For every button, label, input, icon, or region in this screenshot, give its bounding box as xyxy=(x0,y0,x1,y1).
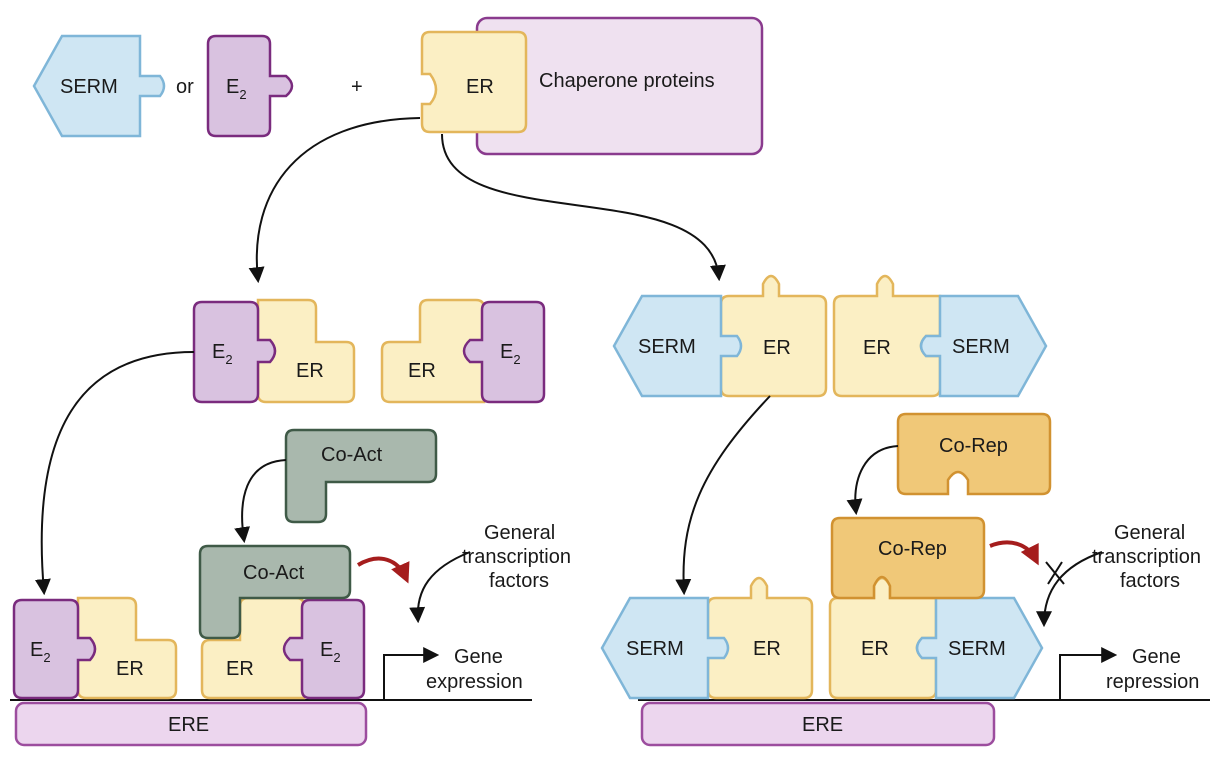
svg-text:factors: factors xyxy=(1120,570,1180,592)
gene-label-left: Gene xyxy=(454,646,503,668)
svg-text:SERM: SERM xyxy=(952,336,1010,358)
e2-er-dimer: ER E2 ER E2 xyxy=(192,298,546,404)
svg-text:E2: E2 xyxy=(320,639,341,665)
arrow-to-serm-dimer xyxy=(441,133,726,282)
gene-label-right: Gene xyxy=(1132,646,1181,668)
top-e2: E2 xyxy=(206,34,294,138)
corep-free: Co-Rep xyxy=(896,412,1052,496)
arrow-e2-dimer-to-ere xyxy=(34,351,195,596)
red-repression-arrow xyxy=(989,540,1039,566)
arrow-corep xyxy=(846,445,899,516)
ere-right: ERE xyxy=(640,701,996,747)
repression-label: repression xyxy=(1106,671,1199,693)
svg-text:ER: ER xyxy=(861,638,889,660)
red-activation-arrow xyxy=(356,556,410,584)
arrow-serm-dimer-to-ere xyxy=(675,395,771,596)
svg-text:ER: ER xyxy=(226,658,254,680)
svg-text:SERM: SERM xyxy=(626,638,684,660)
chaperone-proteins: Chaperone proteins xyxy=(475,16,764,156)
serm-er-dimer: ER SERM ER SERM xyxy=(612,274,1048,398)
block-cross xyxy=(1045,561,1065,585)
svg-text:SERM: SERM xyxy=(948,638,1006,660)
plus-sign: + xyxy=(351,76,363,98)
gtf-left: General transcription factors xyxy=(462,522,571,592)
svg-text:transcription: transcription xyxy=(462,546,571,568)
svg-text:ER: ER xyxy=(753,638,781,660)
coact-free: Co-Act xyxy=(284,428,438,524)
svg-text:E2: E2 xyxy=(212,341,233,367)
svg-text:E2: E2 xyxy=(226,76,247,102)
svg-text:Co-Act: Co-Act xyxy=(321,444,383,466)
svg-text:ER: ER xyxy=(116,658,144,680)
arrow-coact xyxy=(234,459,287,544)
expression-label: expression xyxy=(426,671,523,693)
e2-er-bound-1: ER E2 xyxy=(12,596,178,700)
coact-bound: Co-Act xyxy=(198,544,352,640)
svg-text:Chaperone proteins: Chaperone proteins xyxy=(539,70,715,92)
svg-text:E2: E2 xyxy=(500,341,521,367)
svg-text:ERE: ERE xyxy=(168,714,209,736)
svg-text:Co-Rep: Co-Rep xyxy=(878,538,947,560)
ere-left: ERE xyxy=(14,701,368,747)
arrow-gtf-left xyxy=(409,551,471,624)
or-label: or xyxy=(176,76,194,98)
svg-text:Co-Rep: Co-Rep xyxy=(939,435,1008,457)
gtf-right: General transcription factors xyxy=(1092,522,1201,592)
top-serm: SERM xyxy=(32,34,166,138)
corep-bound: Co-Rep xyxy=(830,516,986,600)
svg-text:ER: ER xyxy=(296,360,324,382)
top-er: ER xyxy=(420,30,528,134)
serm-er-bound-1: ER SERM xyxy=(600,576,814,700)
svg-text:ER: ER xyxy=(408,360,436,382)
svg-text:factors: factors xyxy=(489,570,549,592)
svg-text:General: General xyxy=(1114,522,1185,544)
promoter-left xyxy=(383,647,440,700)
svg-text:SERM: SERM xyxy=(638,336,696,358)
svg-text:Co-Act: Co-Act xyxy=(243,562,305,584)
e2-er-bound-2: ER E2 xyxy=(200,596,366,700)
svg-text:ER: ER xyxy=(466,76,494,98)
svg-text:SERM: SERM xyxy=(60,76,118,98)
svg-text:E2: E2 xyxy=(30,639,51,665)
arrow-to-e2-dimer xyxy=(248,117,421,284)
svg-text:transcription: transcription xyxy=(1092,546,1201,568)
promoter-right xyxy=(1059,647,1118,700)
svg-text:ERE: ERE xyxy=(802,714,843,736)
svg-text:General: General xyxy=(484,522,555,544)
serm-er-bound-2: ER SERM xyxy=(828,576,1044,700)
svg-text:ER: ER xyxy=(863,337,891,359)
arrow-gtf-right xyxy=(1036,551,1103,628)
svg-text:ER: ER xyxy=(763,337,791,359)
